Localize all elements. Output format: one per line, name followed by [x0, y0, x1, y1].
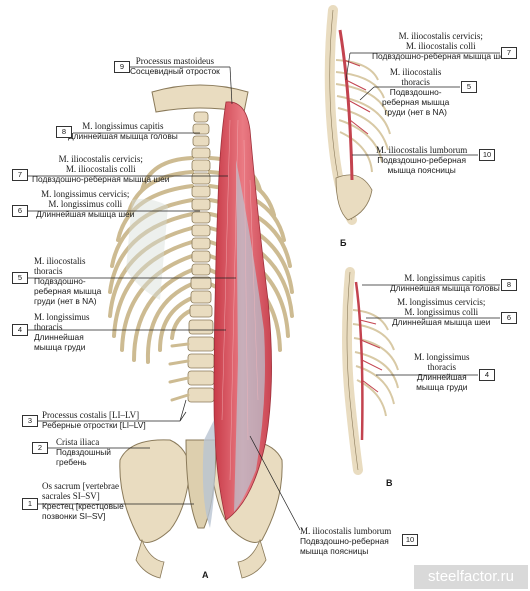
- label-number-5: 5: [12, 272, 28, 284]
- label-number-9: 9: [114, 61, 130, 73]
- label-v-number-6: 6: [501, 312, 517, 324]
- figure-a-muscles: [202, 101, 272, 528]
- label-iliocostalis-cervicis: M. iliocostalis cervicis;M. iliocostalis…: [32, 154, 170, 184]
- label-longissimus-cervicis: M. longissimus cervicis;M. longissimus c…: [36, 189, 135, 219]
- label-number-4: 4: [12, 324, 28, 336]
- figure-v-illustration: [342, 267, 399, 475]
- label-number-2: 2: [32, 442, 48, 454]
- figure-b-illustration: [324, 5, 391, 225]
- label-v-longissimus-cervicis: M. longissimus cervicis;M. longissimus c…: [392, 297, 491, 327]
- label-number-7: 7: [12, 169, 28, 181]
- label-b-number-7: 7: [501, 47, 517, 59]
- label-b-iliocostalis-cervicis: M. iliocostalis cervicis;M. iliocostalis…: [372, 31, 510, 61]
- label-v-number-4: 4: [479, 369, 495, 381]
- label-number-10: 10: [402, 534, 418, 546]
- label-number-1: 1: [22, 498, 38, 510]
- leader-lines: [26, 52, 500, 531]
- figure-label-v: В: [386, 478, 393, 488]
- label-v-number-8: 8: [501, 279, 517, 291]
- label-b-number-5: 5: [461, 81, 477, 93]
- label-processus-costalis: Processus costalis [LI–LV]Реберные отрос…: [42, 410, 146, 430]
- label-number-6: 6: [12, 205, 28, 217]
- watermark: steelfactor.ru: [414, 565, 528, 589]
- figure-label-b: Б: [340, 238, 347, 248]
- label-number-3: 3: [22, 415, 38, 427]
- label-number-8: 8: [56, 126, 72, 138]
- label-b-number-10: 10: [479, 149, 495, 161]
- figure-label-a: А: [202, 570, 209, 580]
